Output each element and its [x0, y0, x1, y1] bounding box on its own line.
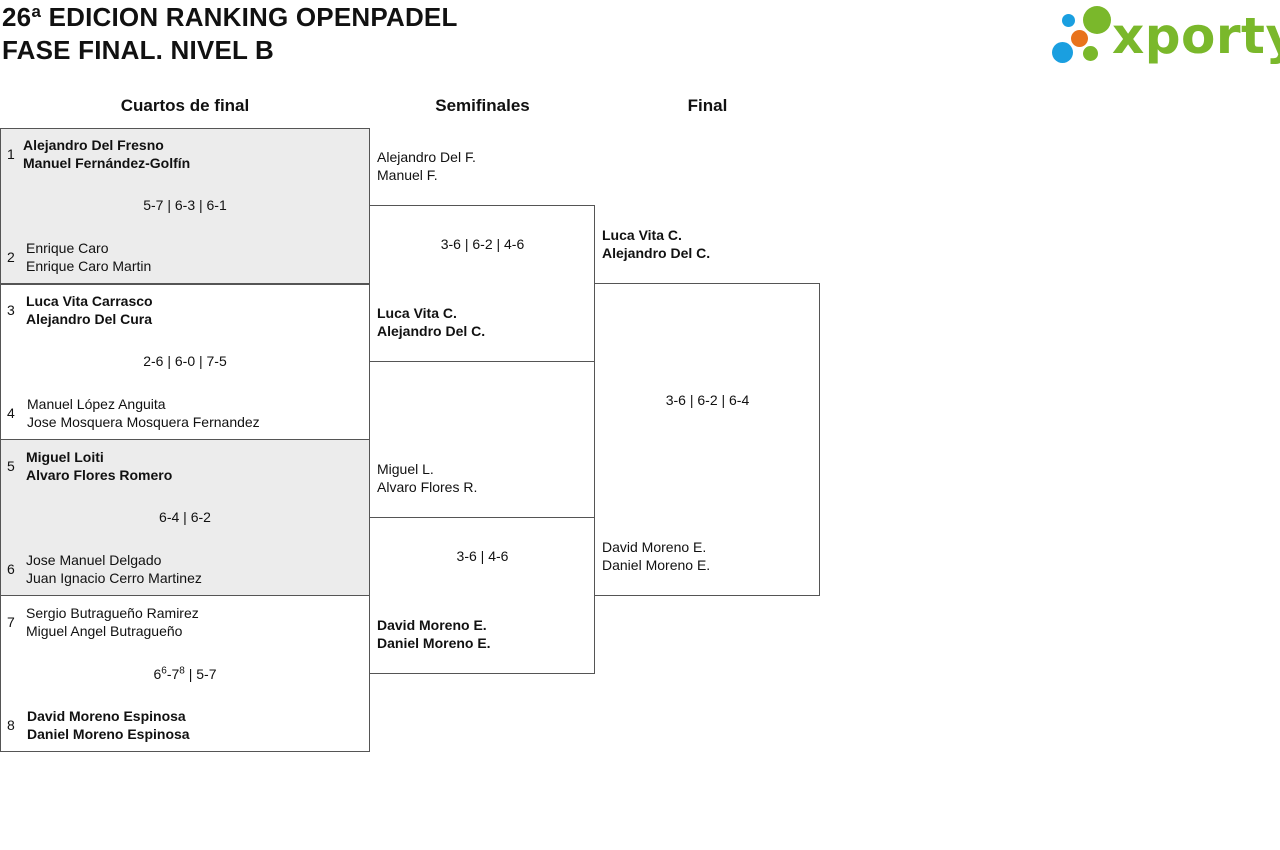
- logo-dot-orange: [1071, 30, 1088, 47]
- quarterfinal-match-3: [0, 439, 370, 596]
- player-name: Alvaro Flores Romero: [26, 467, 173, 483]
- team-names: Jose Manuel Delgado Juan Ignacio Cerro M…: [26, 551, 202, 587]
- player-name: Alejandro Del F.: [377, 149, 476, 165]
- team-names-winner: Luca Vita Carrasco Alejandro Del Cura: [26, 292, 153, 328]
- logo-dot-blue-large: [1052, 42, 1073, 63]
- seed-number: 8: [7, 717, 15, 733]
- match-score: 66-78 | 5-7: [0, 666, 370, 682]
- player-name: Manuel López Anguita: [27, 396, 166, 412]
- player-name: Alvaro Flores R.: [377, 479, 478, 495]
- seed-number: 7: [7, 614, 15, 630]
- team-names: Miguel L. Alvaro Flores R.: [377, 460, 477, 496]
- logo-dot-green-large: [1083, 6, 1111, 34]
- team-names: Enrique Caro Enrique Caro Martin: [26, 239, 151, 275]
- team-names: Alejandro Del F. Manuel F.: [377, 148, 476, 184]
- player-name: Manuel Fernández-Golfín: [23, 155, 191, 171]
- seed-number: 5: [7, 458, 15, 474]
- column-header-quarterfinals: Cuartos de final: [120, 96, 250, 115]
- seed-number: 3: [7, 302, 15, 318]
- score-part: -7: [166, 666, 180, 682]
- match-score: 3-6 | 6-2 | 6-4: [665, 392, 750, 408]
- team-names-winner: David Moreno Espinosa Daniel Moreno Espi…: [27, 707, 190, 743]
- player-name: Enrique Caro: [26, 240, 109, 256]
- player-name: Juan Ignacio Cerro Martinez: [26, 570, 202, 586]
- player-name: Enrique Caro Martin: [26, 258, 152, 274]
- seed-number: 1: [7, 146, 15, 162]
- score-part: | 5-7: [184, 666, 217, 682]
- player-name: David Moreno Espinosa: [27, 708, 186, 724]
- player-name: Alejandro Del C.: [377, 323, 486, 339]
- player-name: Alejandro Del Fresno: [23, 137, 164, 153]
- player-name: Jose Manuel Delgado: [26, 552, 162, 568]
- logo-dot-green-small: [1083, 46, 1098, 61]
- team-names: David Moreno E. Daniel Moreno E.: [602, 538, 710, 574]
- page-title-line2: FASE FINAL. NIVEL B: [2, 35, 275, 65]
- match-score: 6-4 | 6-2: [159, 509, 211, 525]
- match-score: 3-6 | 6-2 | 4-6: [440, 236, 525, 252]
- player-name: Luca Vita C.: [602, 227, 682, 243]
- seed-number: 6: [7, 561, 15, 577]
- team-names: Manuel López Anguita Jose Mosquera Mosqu…: [27, 395, 260, 431]
- column-header-final: Final: [687, 96, 728, 115]
- score-part: 6: [153, 666, 162, 682]
- seed-number: 4: [7, 405, 15, 421]
- tiebreak-score: 8: [179, 665, 185, 677]
- match-score: 2-6 | 6-0 | 7-5: [143, 353, 227, 369]
- seed-number: 2: [7, 249, 15, 265]
- player-name: Daniel Moreno E.: [377, 635, 491, 651]
- player-name: Jose Mosquera Mosquera Fernandez: [27, 414, 260, 430]
- team-names: Sergio Butragueño Ramirez Miguel Angel B…: [26, 604, 199, 640]
- player-name: Miguel L.: [377, 461, 434, 477]
- player-name: Daniel Moreno Espinosa: [27, 726, 190, 742]
- team-names-winner: Luca Vita C. Alejandro Del C.: [602, 226, 710, 262]
- match-score: 3-6 | 4-6: [456, 548, 509, 564]
- player-name: David Moreno E.: [377, 617, 487, 633]
- team-names-winner: Luca Vita C. Alejandro Del C.: [377, 304, 485, 340]
- player-name: Alejandro Del C.: [602, 245, 711, 261]
- team-names-winner: Alejandro Del Fresno Manuel Fernández-Go…: [23, 136, 190, 172]
- player-name: Manuel F.: [377, 167, 438, 183]
- player-name: Luca Vita Carrasco: [26, 293, 153, 309]
- player-name: David Moreno E.: [602, 539, 707, 555]
- player-name: Luca Vita C.: [377, 305, 457, 321]
- team-names-winner: Miguel Loiti Alvaro Flores Romero: [26, 448, 172, 484]
- logo-dot-blue-small: [1062, 14, 1075, 27]
- final-match: [594, 283, 820, 596]
- logo-text: xporty: [1112, 7, 1280, 65]
- player-name: Miguel Angel Butragueño: [26, 623, 183, 639]
- player-name: Daniel Moreno E.: [602, 557, 711, 573]
- player-name: Miguel Loiti: [26, 449, 104, 465]
- player-name: Sergio Butragueño Ramirez: [26, 605, 199, 621]
- column-header-semifinals: Semifinales: [435, 96, 530, 115]
- team-names-winner: David Moreno E. Daniel Moreno E.: [377, 616, 491, 652]
- match-score: 5-7 | 6-3 | 6-1: [143, 197, 227, 213]
- quarterfinal-match-1: [0, 128, 370, 285]
- tiebreak-score: 6: [161, 665, 167, 677]
- xporty-logo: xporty: [1050, 4, 1280, 68]
- page-title-line1: 26ª EDICION RANKING OPENPADEL: [2, 2, 458, 32]
- player-name: Alejandro Del Cura: [26, 311, 153, 327]
